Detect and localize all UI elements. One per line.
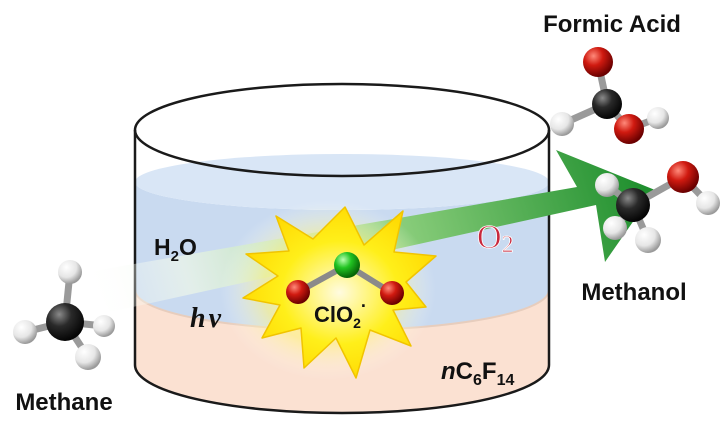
water-surface: [135, 154, 549, 210]
chlorine-dioxide-molecule-icon: [286, 252, 404, 305]
formic-acid-label: Formic Acid: [543, 11, 681, 38]
formic-acid-molecule-icon: [550, 47, 669, 144]
water-label-sub: 2: [171, 248, 179, 265]
water-label-main: H: [154, 234, 171, 260]
methanol-molecule-icon: [595, 161, 720, 253]
oxygen-label: O2: [477, 219, 514, 258]
clo2-radical-label: ClO2·: [314, 296, 367, 331]
fluoro-f: F: [482, 358, 497, 385]
methane-label: Methane: [15, 389, 112, 416]
methanol-label: Methanol: [581, 279, 686, 306]
fluoro-n: n: [441, 358, 456, 385]
fluoro-c-sub: 6: [473, 372, 482, 389]
oxygen-sub: 2: [502, 232, 514, 258]
oxygen-main: O: [477, 219, 502, 256]
container-rim: [133, 82, 551, 178]
methane-molecule-icon: [13, 260, 115, 370]
photo-burst-icon: [242, 206, 437, 379]
water-label: H2O: [154, 234, 197, 265]
fluoro-c: C: [456, 358, 473, 385]
hv-nu: ν: [209, 303, 222, 334]
clo2-sup: ·: [361, 296, 367, 316]
clo2-sub: 2: [353, 315, 361, 331]
clo2-main: ClO: [314, 302, 353, 327]
hv-h: h: [190, 303, 206, 334]
container-walls: [133, 130, 551, 415]
water-label-tail: O: [179, 234, 197, 260]
perfluorohexane-label: nC6F14: [441, 358, 514, 389]
fluoro-f-sub: 14: [497, 372, 515, 389]
